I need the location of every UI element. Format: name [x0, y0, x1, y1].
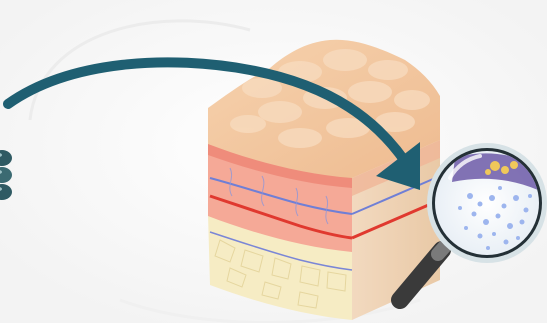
cells-beads [0, 150, 12, 200]
